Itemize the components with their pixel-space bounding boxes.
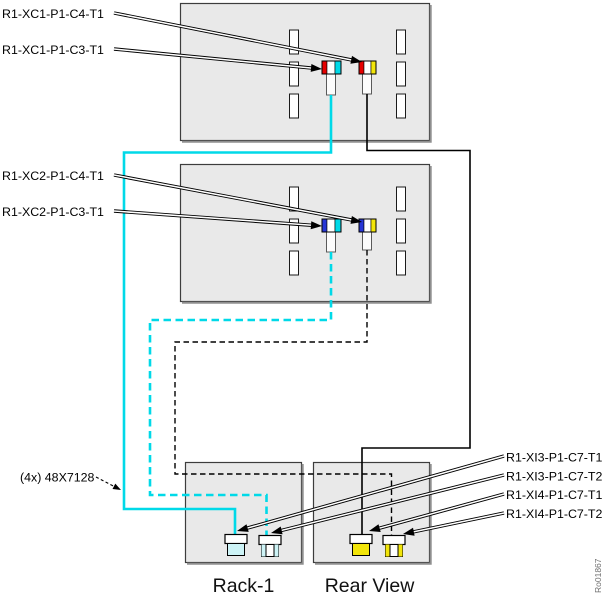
arrowhead-icon: [350, 216, 362, 224]
port-stem: [362, 231, 372, 251]
label-rack1: Rack-1: [213, 575, 275, 597]
port-block-cyan: [334, 218, 342, 233]
card-slot: [289, 61, 299, 87]
label-xi3-t1: R1-XI3-P1-C7-T1: [506, 451, 603, 465]
card-slot: [289, 93, 299, 119]
chassis1-box: [179, 2, 431, 142]
cable-xc1c4-solid-black: [361, 94, 471, 537]
arrowhead-icon: [112, 483, 121, 490]
label-xc1-c4: R1-XC1-P1-C4-T1: [2, 7, 104, 21]
rear-view-connectors: [349, 533, 406, 557]
rack1-connectors: [224, 533, 282, 557]
connector-bar: [349, 533, 373, 545]
card-slot: [396, 29, 406, 55]
port-stem: [326, 231, 336, 253]
arrowhead-icon: [350, 55, 362, 64]
label-rear-view: Rear View: [325, 575, 416, 597]
arrowhead-icon: [403, 527, 415, 536]
card-slot: [289, 218, 299, 244]
port-module-c4: [358, 218, 377, 233]
label-xi4-t2: R1-XI4-P1-C7-T2: [506, 507, 603, 521]
label-xc1-c3: R1-XC1-P1-C3-T1: [2, 43, 104, 57]
labels-group: R1-XC1-P1-C4-T1 R1-XC1-P1-C3-T1 R1-XC2-P…: [2, 7, 603, 597]
rack1-shadow: [187, 464, 304, 565]
leader-line-core: [280, 474, 505, 532]
port-stem: [326, 73, 336, 96]
connector-segment-yellow: [385, 544, 390, 557]
port-block-white: [363, 218, 372, 233]
cable-xc2c3-dashed-cyan: [148, 252, 333, 536]
cable-xc1c3-solid-cyan: [122, 95, 333, 535]
arrowhead-icon: [271, 526, 283, 535]
leader-line-core: [113, 48, 313, 69]
arrowhead-icon: [310, 64, 322, 72]
leader-line-core: [378, 493, 505, 530]
leader-line-core: [113, 210, 313, 227]
card-slot: [396, 61, 406, 87]
label-figure-id: Ro01867: [593, 558, 603, 593]
label-xi4-t1: R1-XI4-P1-C7-T1: [506, 488, 603, 502]
arrowhead-icon: [237, 524, 249, 532]
rack1-port-left-body: [227, 543, 245, 556]
rear-port-left-body: [352, 543, 370, 556]
connector-bar: [258, 534, 282, 546]
leader-line-core: [113, 12, 353, 61]
port-block-white: [363, 60, 372, 75]
connector-bar: [224, 533, 248, 545]
card-slot: [396, 186, 406, 212]
card-slot: [289, 186, 299, 212]
port-block-red: [321, 60, 328, 75]
leader-line-core: [113, 174, 353, 221]
port-block-blue: [321, 218, 328, 233]
connector-segment-yellow: [398, 544, 403, 557]
card-slot: [289, 29, 299, 55]
label-cable-part: (4x) 48X7128: [20, 471, 95, 485]
connector-segment-cyan: [261, 544, 266, 557]
port-block-yellow: [370, 218, 377, 233]
port-block-white: [326, 218, 336, 233]
port-module-c3: [321, 218, 342, 233]
label-xc2-c4: R1-XC2-P1-C4-T1: [2, 169, 104, 183]
card-slot: [396, 93, 406, 119]
port-block-red: [358, 60, 365, 75]
chassis2-group: [179, 163, 432, 304]
arrowhead-icon: [369, 524, 381, 532]
chassis2-shadow: [182, 166, 432, 304]
port-stem: [362, 73, 372, 95]
leader-line-core: [246, 455, 505, 530]
rear-view-group: [312, 461, 432, 565]
chassis2-box: [179, 163, 431, 303]
card-slot: [396, 250, 406, 276]
chassis1-shadow: [182, 5, 432, 143]
port-module-c4: [358, 60, 377, 75]
leader-line-core: [412, 512, 505, 533]
card-slot: [289, 250, 299, 276]
rear-view-box: [312, 461, 431, 564]
connector-segment-cyan: [274, 544, 279, 557]
cables-group: [122, 94, 471, 537]
label-xi3-t2: R1-XI3-P1-C7-T2: [506, 470, 603, 484]
cable-xc2c4-dashed-black: [174, 250, 393, 537]
port-block-yellow: [370, 60, 377, 75]
arrowhead-icon: [310, 221, 322, 230]
port-module-c3: [321, 60, 342, 75]
port-block-white: [326, 60, 336, 75]
chassis1-group: [179, 2, 432, 143]
rear-view-shadow: [315, 464, 432, 565]
port-block-cyan: [334, 60, 342, 75]
leader-lines: [95, 11, 505, 536]
cable-part-pointer: [95, 476, 115, 488]
connector-bar: [382, 534, 406, 546]
card-slot: [396, 218, 406, 244]
label-xc2-c3: R1-XC2-P1-C3-T1: [2, 205, 104, 219]
